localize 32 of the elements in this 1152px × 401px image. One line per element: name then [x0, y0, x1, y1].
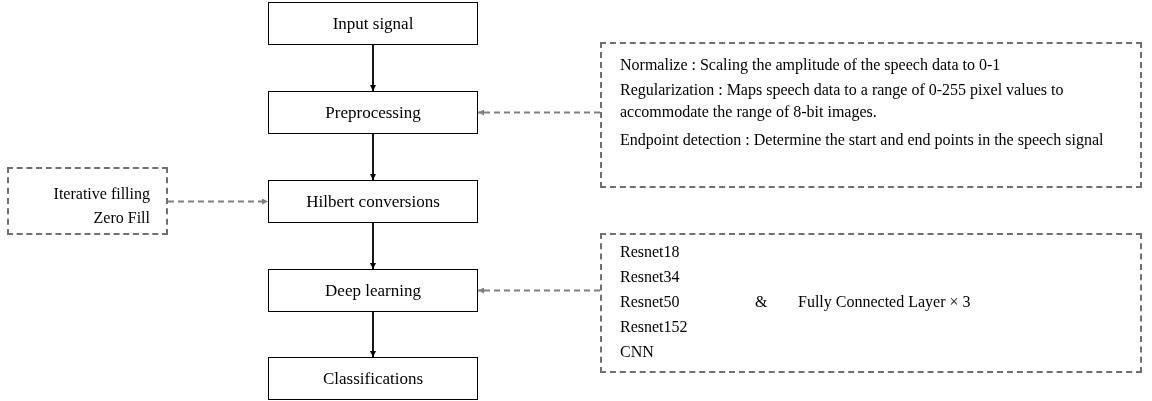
- box-label: Hilbert conversions: [306, 190, 440, 213]
- arrow: [167, 198, 269, 205]
- note-text: Iterative filling: [53, 184, 150, 205]
- note-text: Resnet152: [620, 317, 688, 337]
- note-text: Normalize : Scaling the amplitude of the speech data to 0-1: [620, 55, 1002, 76]
- note-text: &: [755, 292, 768, 312]
- note-text: Zero Fill: [93, 208, 150, 228]
- arrow: [370, 133, 376, 181]
- note-box: [7, 167, 168, 235]
- note-text: Fully Connected Layer × 3: [798, 292, 971, 313]
- arrow: [477, 287, 601, 294]
- process-box: [268, 2, 478, 45]
- box-label: Preprocessing: [325, 101, 421, 124]
- arrow: [370, 311, 376, 358]
- note-text: Endpoint detection : Determine the start and end points in the speech signal: [620, 130, 1105, 151]
- note-text: Resnet50: [620, 292, 680, 312]
- arrow: [370, 222, 376, 270]
- box-label: Deep learning: [325, 279, 421, 302]
- note-text: Resnet18: [620, 242, 680, 262]
- arrow: [477, 109, 601, 116]
- process-box: [268, 269, 478, 312]
- note-text: Resnet34: [620, 267, 680, 287]
- note-box: [600, 42, 1142, 188]
- process-box: [268, 180, 478, 223]
- note-box: [600, 233, 1142, 373]
- process-box: [268, 357, 478, 400]
- box-label: Input signal: [332, 12, 414, 35]
- process-box: [268, 91, 478, 134]
- box-label: Classifications: [322, 367, 424, 390]
- note-text: CNN: [620, 342, 654, 362]
- arrow: [370, 44, 376, 92]
- note-text: Regularization : Maps speech data to a range of 0-255 pixel values to accommodate the range of 8-bit images.: [620, 80, 1065, 123]
